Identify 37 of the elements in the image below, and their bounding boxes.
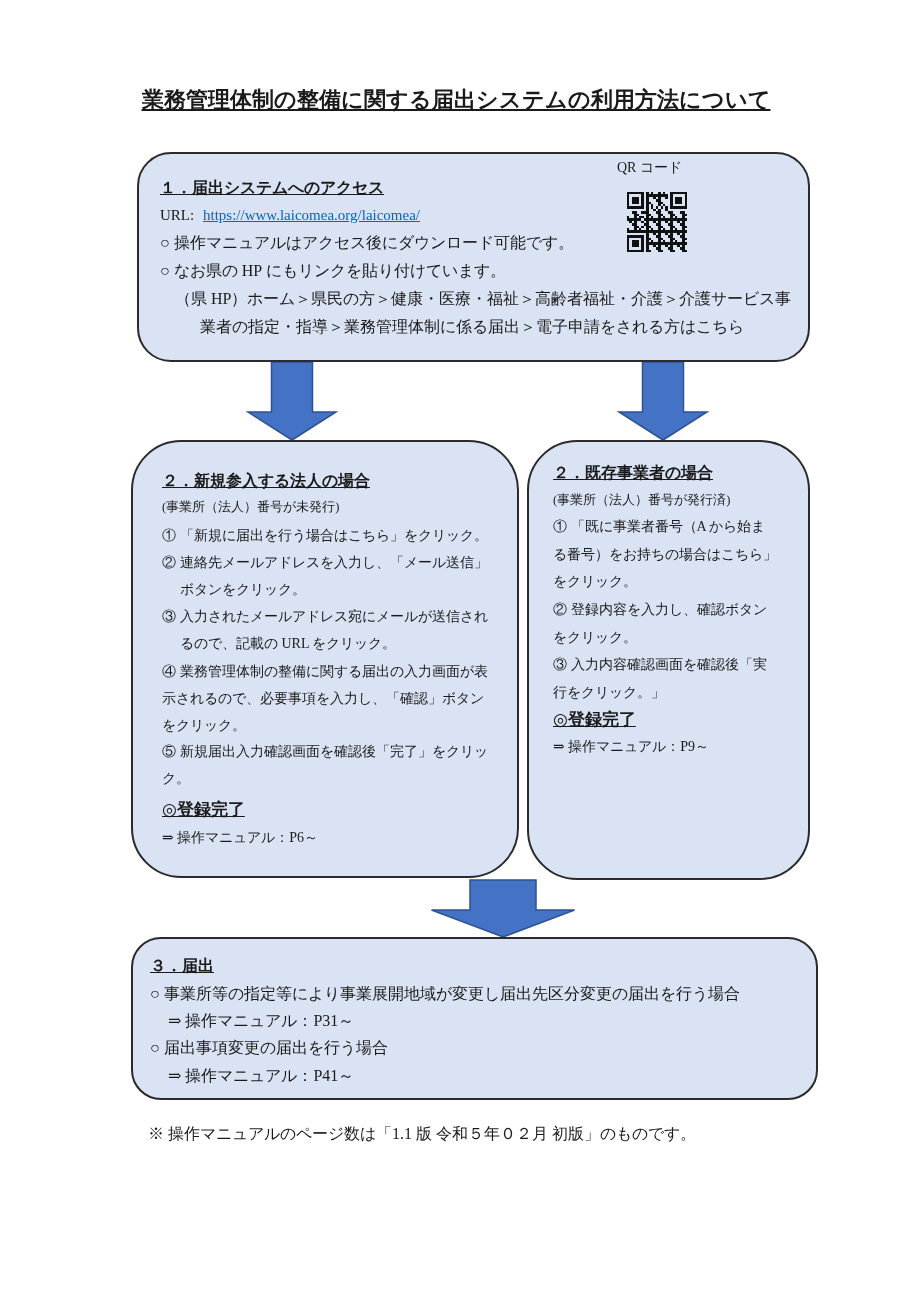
step-text: ① 「既に事業者番号（A から始まる番号）をお持ちの場合はこちら」をクリック。 — [553, 518, 778, 591]
bullet-text: ○ 事業所等の指定等により事業展開地域が変更し届出先区分変更の届出を行う場合 — [150, 984, 740, 1004]
menu-path-text: （県 HP）ホーム＞県民の方＞健康・医療・福祉＞高齢者福祉・介護＞介護サービス事業者の指定・指導＞業務管理体制に係る届出＞電子申請をされる方はこちら — [175, 289, 793, 337]
bullet-text: ○ なお県の HP にもリンクを貼り付けています。 — [160, 261, 506, 281]
section-heading: ２．新規参入する法人の場合 — [162, 471, 370, 491]
block-arrow — [616, 361, 710, 441]
section-heading: ３．届出 — [150, 956, 214, 976]
step-text: ② 連絡先メールアドレスを入力し、「メール送信」ボタンをクリック。 — [162, 554, 489, 599]
step-text: ⑤ 新規届出入力確認画面を確認後「完了」をクリック。 — [162, 743, 489, 788]
condition-note: (事業所（法人）番号が未発行) — [162, 499, 340, 516]
bullet-text: ○ 操作マニュアルはアクセス後にダウンロード可能です。 — [160, 233, 574, 253]
url-label: URL: — [160, 206, 195, 225]
condition-note: (事業所（法人）番号が発行済) — [553, 492, 731, 509]
section-panel — [137, 152, 810, 362]
manual-reference: ⇒ 操作マニュアル：P41～ — [168, 1066, 355, 1086]
bullet-text: ○ 届出事項変更の届出を行う場合 — [150, 1038, 388, 1058]
step-text: ② 登録内容を入力し、確認ボタンをクリック。 — [553, 601, 768, 647]
manual-reference: ⇒ 操作マニュアル：P9～ — [553, 738, 710, 756]
section-panel — [131, 440, 519, 878]
section-panel — [527, 440, 810, 880]
manual-reference: ⇒ 操作マニュアル：P6～ — [162, 829, 319, 847]
section-panel — [131, 937, 818, 1100]
completion-heading: ◎登録完了 — [162, 799, 245, 821]
block-arrow — [430, 879, 576, 938]
url-link: https://www.laicomea.org/laicomea/ — [203, 206, 421, 225]
section-heading: １．届出システムへのアクセス — [160, 178, 384, 198]
manual-reference: ⇒ 操作マニュアル：P31～ — [168, 1011, 355, 1031]
step-text: ③ 入力されたメールアドレス宛にメールが送信されるので、記載の URL をクリック。 — [162, 608, 489, 653]
section-heading: ２．既存事業者の場合 — [553, 463, 713, 483]
step-text: ③ 入力内容確認画面を確認後「実行をクリック。」 — [553, 656, 768, 702]
completion-heading: ◎登録完了 — [553, 709, 636, 731]
step-text: ④ 業務管理体制の整備に関する届出の入力画面が表示されるので、必要事項を入力し、「確認」ボタンをクリック。 — [162, 663, 489, 735]
step-text: ① 「新規に届出を行う場合はこちら」をクリック。 — [162, 527, 488, 545]
qr-code-label: QR コード — [617, 159, 682, 177]
page-title: 業務管理体制の整備に関する届出システムの利用方法について — [141, 87, 771, 114]
block-arrow — [245, 361, 339, 441]
footnote: ※ 操作マニュアルのページ数は「1.1 版 令和５年０２月 初版」のものです。 — [148, 1124, 696, 1144]
